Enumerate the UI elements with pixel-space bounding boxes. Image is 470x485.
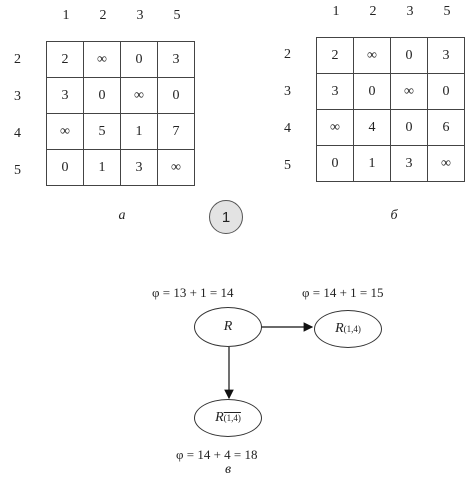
- matrix-a-caption: а: [118, 208, 126, 223]
- matrix-cell: ∞: [353, 37, 391, 74]
- matrix-cell: ∞: [390, 73, 428, 110]
- matrix-cell: 1: [353, 145, 391, 182]
- matrix-b-col-header: 3: [406, 4, 414, 19]
- tree-node-root: R: [194, 307, 262, 347]
- matrix-cell: 6: [427, 109, 465, 146]
- matrix-a-row-header: 4: [14, 126, 21, 141]
- tree-node-right-sub: (1,4): [343, 324, 361, 334]
- step-badge-label: 1: [221, 208, 231, 226]
- matrix-cell: 1: [120, 113, 158, 150]
- matrix-a-table: 2 ∞ 0 3 3 0 ∞ 0 ∞ 5 1 7 0 1 3 ∞: [46, 41, 195, 186]
- table-row: 0 1 3 ∞: [46, 149, 195, 186]
- table-row: 3 0 ∞ 0: [46, 77, 195, 114]
- matrix-cell: 3: [316, 73, 354, 110]
- matrix-cell: ∞: [83, 41, 121, 78]
- matrix-cell: 3: [427, 37, 465, 74]
- root-phi: φ = 13 + 1 = 14: [152, 285, 234, 300]
- table-row: ∞ 4 0 6: [316, 109, 465, 146]
- matrix-cell: ∞: [157, 149, 195, 186]
- matrix-b-col-header: 5: [443, 4, 451, 19]
- matrix-b-col-header: 2: [369, 4, 377, 19]
- matrix-cell: 0: [83, 77, 121, 114]
- matrix-cell: 1: [83, 149, 121, 186]
- right-phi: φ = 14 + 1 = 15: [302, 285, 384, 300]
- tree-node-root-label: R: [223, 319, 233, 334]
- matrix-cell: ∞: [46, 113, 84, 150]
- matrix-cell: 2: [316, 37, 354, 74]
- matrix-cell: 0: [157, 77, 195, 114]
- matrix-cell: 3: [46, 77, 84, 114]
- matrix-cell: 3: [157, 41, 195, 78]
- matrix-cell: 4: [353, 109, 391, 146]
- matrix-cell: 0: [316, 145, 354, 182]
- table-row: 2 ∞ 0 3: [46, 41, 195, 78]
- matrix-cell: 3: [120, 149, 158, 186]
- matrix-a-col-header: 1: [62, 8, 70, 23]
- step-badge: 1: [209, 200, 243, 234]
- bottom-phi: φ = 14 + 4 = 18: [176, 447, 258, 462]
- matrix-a-row-header: 2: [14, 52, 21, 67]
- matrix-cell: ∞: [316, 109, 354, 146]
- table-row: 0 1 3 ∞: [316, 145, 465, 182]
- matrix-a-col-header: 3: [136, 8, 144, 23]
- matrix-b-table: 2 ∞ 0 3 3 0 ∞ 0 ∞ 4 0 6 0 1 3 ∞: [316, 37, 465, 182]
- tree-node-right-label: R: [335, 321, 344, 336]
- matrix-cell: 3: [390, 145, 428, 182]
- matrix-b-col-header: 1: [332, 4, 340, 19]
- tree-node-bottom: R(1,4): [194, 399, 262, 437]
- matrix-b-row-header: 3: [284, 84, 291, 99]
- matrix-b-row-header: 2: [284, 47, 291, 62]
- table-row: 3 0 ∞ 0: [316, 73, 465, 110]
- matrix-a-col-header: 2: [99, 8, 107, 23]
- table-row: 2 ∞ 0 3: [316, 37, 465, 74]
- matrix-b-row-header: 4: [284, 121, 291, 136]
- matrix-a-row-header: 3: [14, 89, 21, 104]
- matrix-cell: ∞: [427, 145, 465, 182]
- tree-node-bottom-label: R: [215, 410, 224, 425]
- matrix-a-col-header: 5: [173, 8, 181, 23]
- tree-node-right: R(1,4): [314, 310, 382, 348]
- matrix-b-row-header: 5: [284, 158, 291, 173]
- matrix-b-caption: б: [390, 208, 398, 223]
- matrix-a-row-header: 5: [14, 163, 21, 178]
- tree-caption: в: [224, 462, 232, 477]
- tree-node-bottom-sub: (1,4): [223, 413, 241, 423]
